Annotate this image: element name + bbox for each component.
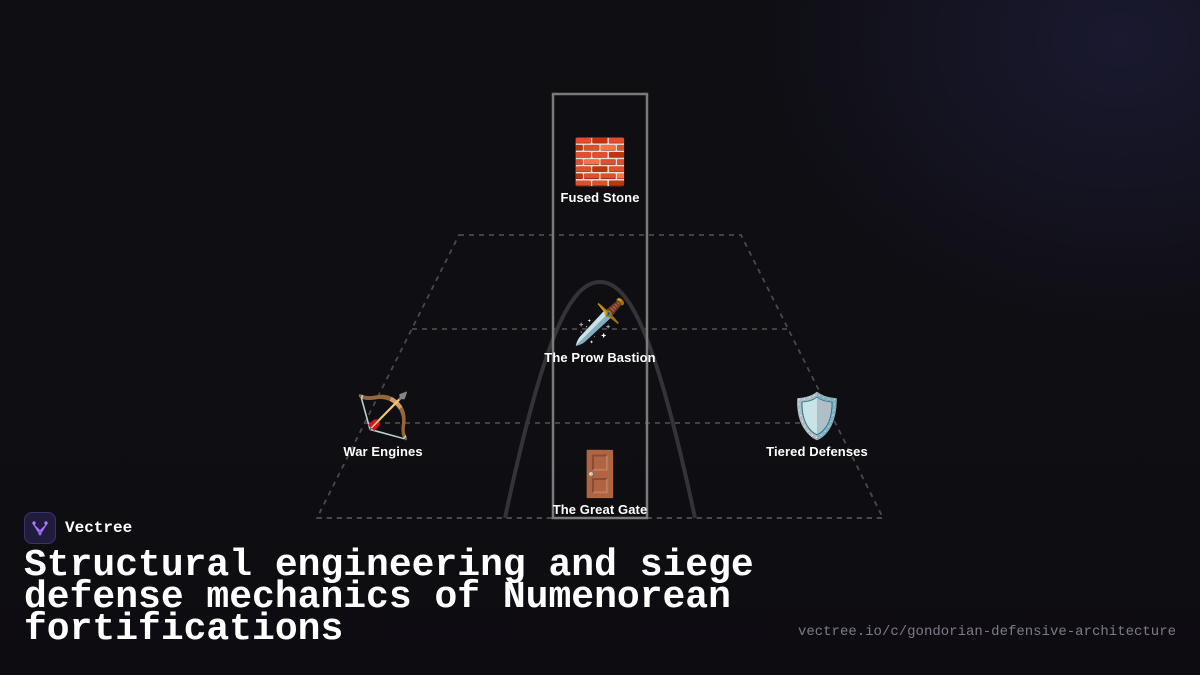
tier-outline bbox=[315, 234, 885, 519]
node-label: War Engines bbox=[343, 444, 423, 459]
node-tiered-defenses[interactable]: 🛡️ Tiered Defenses bbox=[717, 391, 917, 460]
central-tower bbox=[551, 92, 649, 520]
node-label: The Prow Bastion bbox=[544, 350, 656, 365]
brand[interactable]: Vectree bbox=[24, 512, 132, 544]
node-fused-stone[interactable]: 🧱 Fused Stone bbox=[500, 137, 700, 206]
brand-name: Vectree bbox=[65, 519, 133, 537]
page-title: Structural engineering and siege defense… bbox=[24, 544, 754, 651]
node-label: Tiered Defenses bbox=[766, 444, 868, 459]
bow-and-arrow-icon: 🏹 bbox=[355, 391, 411, 442]
dagger-icon: 🗡️ bbox=[572, 297, 628, 348]
door-icon: 🚪 bbox=[572, 449, 628, 500]
shield-icon: 🛡️ bbox=[789, 391, 845, 442]
bastion-arch bbox=[503, 279, 697, 519]
node-label: The Great Gate bbox=[552, 502, 648, 517]
page-url[interactable]: vectree.io/c/gondorian-defensive-archite… bbox=[797, 624, 1176, 640]
vectree-logo-icon bbox=[24, 512, 56, 544]
brick-icon: 🧱 bbox=[572, 137, 628, 188]
node-war-engines[interactable]: 🏹 War Engines bbox=[283, 391, 483, 460]
node-prow-bastion[interactable]: 🗡️ The Prow Bastion bbox=[500, 297, 700, 366]
node-label: Fused Stone bbox=[560, 190, 640, 205]
node-great-gate[interactable]: 🚪 The Great Gate bbox=[500, 449, 700, 518]
